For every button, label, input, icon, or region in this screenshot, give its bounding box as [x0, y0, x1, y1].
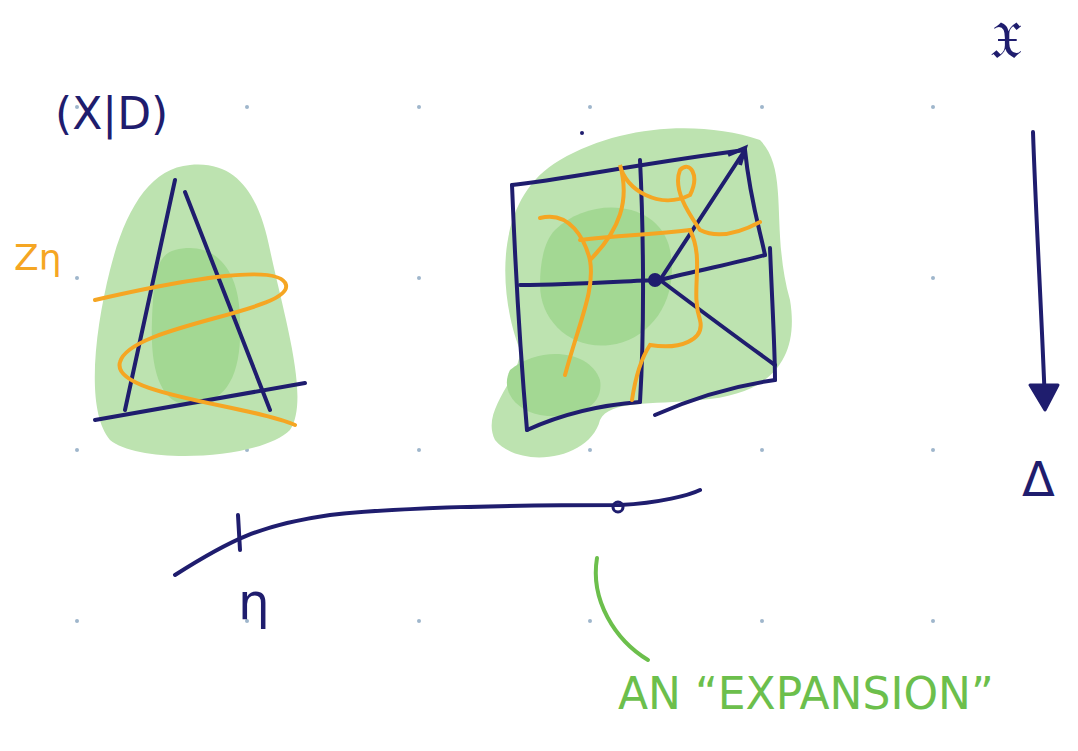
callout-label: AN “EXPANSION”	[618, 672, 994, 716]
base-label: Δ	[1022, 455, 1055, 503]
fiber-label: (X|D)	[55, 92, 168, 136]
point-label: η	[238, 577, 270, 627]
family-label: 𝔛	[990, 14, 1022, 66]
cycle-label: Zη	[14, 240, 61, 276]
